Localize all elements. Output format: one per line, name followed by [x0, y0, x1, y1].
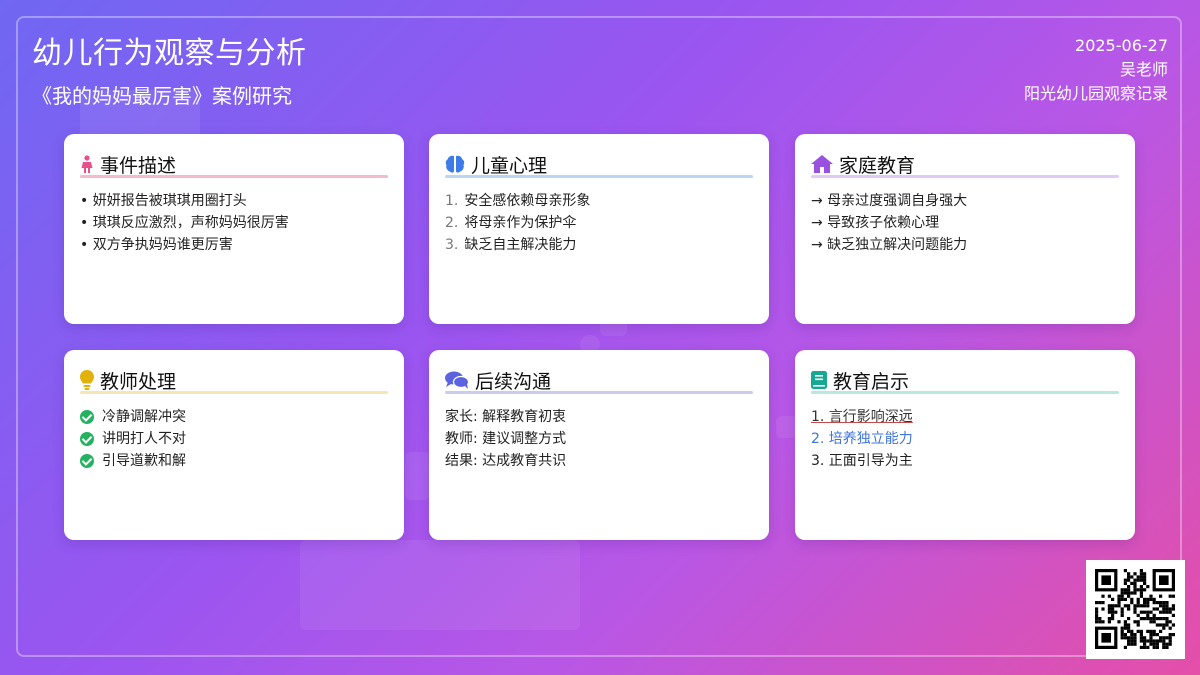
- list-item: 1.安全感依赖母亲形象: [445, 193, 591, 209]
- check-icon: [80, 410, 94, 424]
- list-item: → 导致孩子依赖心理: [811, 215, 940, 231]
- card-divider: [811, 391, 1119, 394]
- page-subtitle: 《我的妈妈最厉害》案例研究: [32, 84, 292, 108]
- list-item: • 琪琪反应激烈，声称妈妈很厉害: [80, 215, 289, 231]
- list-item: → 母亲过度强调自身强大: [811, 193, 968, 209]
- list-item: 1. 言行影响深远: [811, 409, 913, 425]
- list-item: 3. 正面引导为主: [811, 453, 913, 469]
- check-icon: [80, 454, 94, 468]
- check-icon: [80, 432, 94, 446]
- list-item: 结果: 达成教育共识: [445, 453, 567, 469]
- slide-frame: [16, 16, 1182, 657]
- list-item: 3.缺乏自主解决能力: [445, 237, 577, 253]
- date-label: 2025-06-27: [1075, 36, 1168, 55]
- list-item: 家长: 解释教育初衷: [445, 409, 567, 425]
- card-education-insights: 教育启示 1. 言行影响深远 2. 培养独立能力 3. 正面引导为主: [795, 350, 1135, 540]
- page-title: 幼儿行为观察与分析: [32, 36, 307, 71]
- brain-icon: [445, 155, 465, 173]
- list-item: → 缺乏独立解决问题能力: [811, 237, 968, 253]
- card-title: 教师处理: [100, 370, 177, 393]
- header: 幼儿行为观察与分析 《我的妈妈最厉害》案例研究: [32, 28, 307, 109]
- card-title: 后续沟通: [475, 370, 552, 393]
- card-divider: [811, 175, 1119, 178]
- card-title: 家庭教育: [839, 154, 916, 177]
- qr-code: [1086, 560, 1185, 659]
- list-item: 讲明打人不对: [80, 428, 388, 450]
- list-item: • 双方争执妈妈谁更厉害: [80, 237, 233, 253]
- person-icon: [80, 155, 94, 173]
- card-title: 事件描述: [100, 154, 177, 177]
- teacher-label: 吴老师: [1119, 60, 1168, 79]
- card-divider: [445, 175, 753, 178]
- list-item: • 妍妍报告被琪琪用圈打头: [80, 193, 247, 209]
- list-item: 教师: 建议调整方式: [445, 431, 567, 447]
- card-divider: [445, 391, 753, 394]
- list-item: 引导道歉和解: [80, 450, 388, 472]
- school-label: 阳光幼儿园观察记录: [1023, 84, 1168, 103]
- list-item: 2.将母亲作为保护伞: [445, 215, 577, 231]
- chat-icon: [445, 371, 470, 389]
- card-title: 儿童心理: [471, 154, 548, 177]
- lightbulb-icon: [80, 370, 94, 390]
- card-teacher-handling: 教师处理 冷静调解冲突 讲明打人不对 引导道歉和解: [64, 350, 404, 540]
- card-follow-up-communication: 后续沟通 家长: 解释教育初衷 教师: 建议调整方式 结果: 达成教育共识: [429, 350, 769, 540]
- list-item: 冷静调解冲突: [80, 406, 388, 428]
- list-item: 2. 培养独立能力: [811, 431, 913, 447]
- card-family-education: 家庭教育 → 母亲过度强调自身强大 → 导致孩子依赖心理 → 缺乏独立解决问题能…: [795, 134, 1135, 324]
- card-divider: [80, 175, 388, 178]
- card-event-description: 事件描述 • 妍妍报告被琪琪用圈打头 • 琪琪反应激烈，声称妈妈很厉害 • 双方…: [64, 134, 404, 324]
- card-divider: [80, 391, 388, 394]
- home-icon: [811, 155, 833, 173]
- book-icon: [811, 371, 827, 389]
- card-child-psychology: 儿童心理 1.安全感依赖母亲形象 2.将母亲作为保护伞 3.缺乏自主解决能力: [429, 134, 769, 324]
- card-title: 教育启示: [833, 370, 910, 393]
- header-meta: 2025-06-27 吴老师 阳光幼儿园观察记录: [1024, 34, 1168, 106]
